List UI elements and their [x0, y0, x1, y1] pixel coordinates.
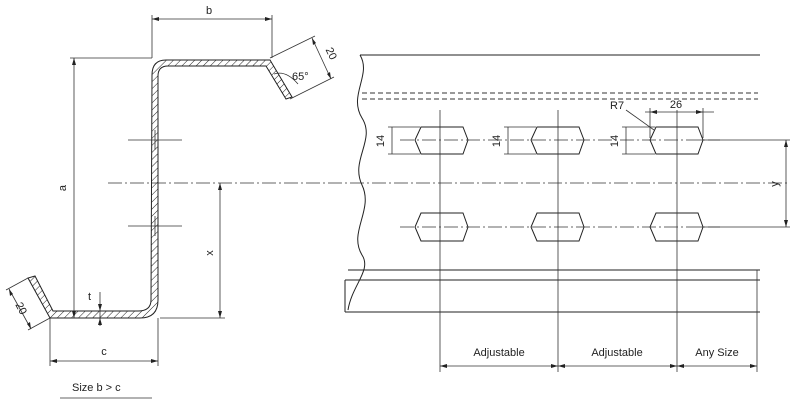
- z-section-body: [27, 59, 293, 319]
- dim-lip-top-label: 20: [323, 46, 339, 62]
- dim-slot-height-2: 14: [491, 135, 503, 147]
- slot-detail-dims: 26 R7: [610, 99, 714, 138]
- spacing-label-3: Any Size: [695, 347, 738, 359]
- dimension-x: x: [160, 183, 225, 319]
- dimension-top-lip: 20 65°: [269, 35, 339, 100]
- z-section-profile: [27, 59, 293, 319]
- slot-centerlines: [400, 110, 790, 372]
- slot-hole: [530, 126, 585, 155]
- spacing-label-2: Adjustable: [591, 347, 642, 359]
- dim-slot-height-3: 14: [609, 135, 621, 147]
- side-elevation: [344, 54, 760, 313]
- web-hole-marks: [128, 130, 182, 236]
- dim-angle-label: 65°: [292, 71, 309, 83]
- dim-lip-bottom-label: 20: [12, 300, 28, 316]
- dim-a-label: a: [57, 184, 69, 191]
- dimension-c: c: [49, 318, 159, 366]
- dim-b-label: b: [206, 5, 212, 17]
- spacing-chain: Adjustable Adjustable Any Size: [440, 347, 757, 368]
- dimension-t: t: [88, 291, 102, 326]
- dim-x-label: x: [204, 250, 216, 256]
- spacing-label-1: Adjustable: [473, 347, 524, 359]
- dim-slot-pitch-label: 26: [670, 99, 682, 111]
- dimension-bottom-lip: 20: [5, 277, 51, 331]
- slot-height-dims: 14 14 14: [375, 126, 655, 155]
- dim-radius-label: R7: [610, 100, 624, 112]
- slot-hole: [414, 212, 469, 242]
- slot-hole: [649, 126, 704, 155]
- dim-slot-height-1: 14: [375, 135, 387, 147]
- dimension-b: b: [151, 5, 273, 58]
- slot-hole: [414, 126, 469, 155]
- dim-c-label: c: [101, 346, 107, 358]
- break-line: [347, 54, 367, 311]
- dim-y-label: y: [769, 181, 781, 187]
- dimension-a: a: [57, 57, 152, 318]
- dimension-y: y: [769, 140, 788, 227]
- size-note: Size b > c: [60, 382, 152, 399]
- dim-t-label: t: [88, 291, 91, 303]
- slot-holes: [414, 126, 704, 242]
- size-note-text: Size b > c: [72, 382, 121, 394]
